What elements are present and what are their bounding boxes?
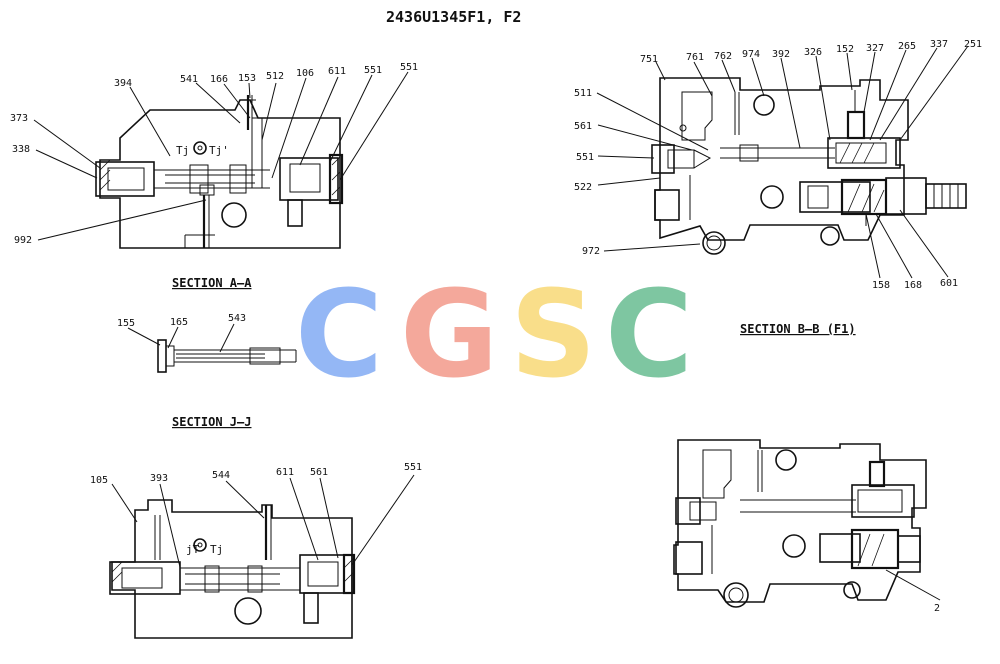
- label-992: 992: [14, 235, 32, 246]
- label-153: 153: [238, 73, 256, 84]
- label-561-lower: 561: [310, 467, 328, 478]
- label-522: 522: [574, 182, 592, 193]
- label-541: 541: [180, 74, 198, 85]
- label-165: 165: [170, 317, 188, 328]
- label-394: 394: [114, 78, 132, 89]
- label-611: 611: [328, 66, 346, 77]
- label-392: 392: [772, 49, 790, 60]
- label-512: 512: [266, 71, 284, 82]
- label-105: 105: [90, 475, 108, 486]
- label-543: 543: [228, 313, 246, 324]
- label-168: 168: [904, 280, 922, 291]
- label-544: 544: [212, 470, 230, 481]
- label-106: 106: [296, 68, 314, 79]
- marker-tj-prime: Tj': [209, 144, 229, 157]
- lower-right-drawing: [673, 439, 941, 608]
- label-551-lower: 551: [404, 462, 422, 473]
- label-561: 561: [574, 121, 592, 132]
- label-152: 152: [836, 44, 854, 55]
- section-jj-drawing: [127, 323, 297, 373]
- label-337: 337: [930, 39, 948, 50]
- label-338: 338: [12, 144, 30, 155]
- label-326: 326: [804, 47, 822, 58]
- label-751: 751: [640, 54, 658, 65]
- label-611-lower: 611: [276, 467, 294, 478]
- cgsc-watermark: C G S C: [295, 266, 693, 405]
- lower-left-labels: 105 393 544 611 561 551 jT Tj: [90, 462, 422, 556]
- watermark-letter-g: G: [400, 266, 499, 405]
- section-aa-labels: 373 338 394 541 166 153 512 106 611 551 …: [10, 62, 418, 246]
- label-158: 158: [872, 280, 890, 291]
- label-2: 2: [934, 603, 940, 614]
- section-bb-leaders: [596, 45, 969, 279]
- marker-tj: Tj: [176, 144, 189, 157]
- label-551-b: 551: [400, 62, 418, 73]
- lower-left-leaders: [111, 474, 415, 568]
- label-601: 601: [940, 278, 958, 289]
- marker-tj-lower: Tj: [210, 543, 223, 556]
- label-551-a: 551: [364, 65, 382, 76]
- label-327: 327: [866, 43, 884, 54]
- label-155: 155: [117, 318, 135, 329]
- section-jj-title: SECTION J—J: [172, 415, 251, 429]
- label-393: 393: [150, 473, 168, 484]
- section-aa-drawing: [95, 95, 344, 249]
- watermark-letter-c2: C: [605, 266, 693, 405]
- label-761: 761: [686, 52, 704, 63]
- section-bb-drawing: [651, 77, 967, 255]
- label-762: 762: [714, 51, 732, 62]
- label-166: 166: [210, 74, 228, 85]
- label-551-bb: 551: [576, 152, 594, 163]
- diagram-title: 2436U1345F1, F2: [386, 8, 521, 26]
- section-aa-leaders: [33, 71, 409, 241]
- label-373: 373: [10, 113, 28, 124]
- section-aa-title: SECTION A—A: [172, 276, 252, 290]
- marker-jt: jT: [186, 543, 200, 556]
- label-511: 511: [574, 88, 592, 99]
- label-251: 251: [964, 39, 982, 50]
- lower-left-drawing: [109, 499, 356, 639]
- section-jj-labels: 155 165 543: [117, 313, 246, 329]
- section-bb-labels: 751 761 762 974 392 326 152 327 265 337 …: [574, 39, 982, 291]
- watermark-letter-c1: C: [295, 266, 383, 405]
- label-265: 265: [898, 41, 916, 52]
- watermark-letter-s: S: [510, 266, 596, 405]
- section-bb-title: SECTION B—B (F1): [740, 322, 856, 336]
- label-972: 972: [582, 246, 600, 257]
- label-974: 974: [742, 49, 760, 60]
